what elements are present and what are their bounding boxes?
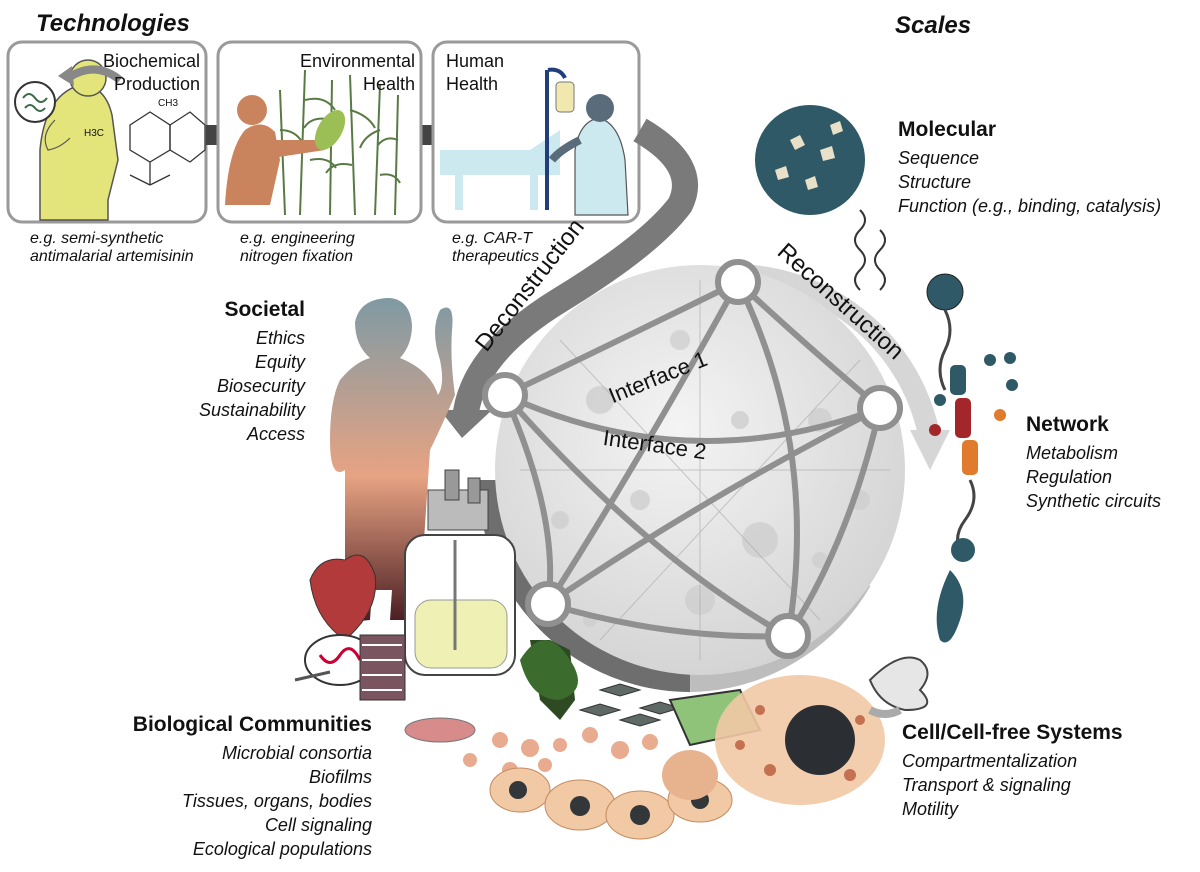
technologies-header: Technologies — [36, 10, 190, 37]
panel-human-health — [431, 40, 641, 224]
societal-item: Access — [246, 424, 305, 444]
environmental-caption-line-2: nitrogen fixation — [240, 248, 353, 265]
node-2 — [715, 259, 761, 305]
biological-block: Biological Communities Microbial consort… — [100, 713, 372, 861]
environmental-title-line-2: Health — [362, 74, 415, 94]
cell-item: Motility — [902, 799, 959, 819]
molecular-item: Sequence — [898, 148, 980, 168]
human-health-title-line-1: Human — [446, 51, 505, 71]
network-block: Network Metabolism Regulation Synthetic … — [1026, 413, 1161, 513]
biological-title: Biological Communities — [132, 713, 372, 736]
bioreactor — [404, 469, 516, 743]
biochemical-title-line-2: Production — [113, 74, 200, 94]
societal-title: Societal — [224, 298, 305, 321]
human-health-caption-line-1: e.g. CAR-T — [452, 230, 533, 247]
biological-item: Ecological populations — [192, 839, 372, 859]
societal-item: Equity — [254, 352, 305, 372]
environmental-caption-line-1: e.g. engineering — [240, 230, 355, 247]
environmental-title-line-1: Environmental — [299, 51, 415, 71]
node-3 — [857, 385, 903, 431]
scales-art — [755, 105, 1018, 718]
biochemical-title-line-1: Biochemical — [102, 51, 200, 71]
biological-item: Tissues, organs, bodies — [182, 791, 372, 811]
tissue-illustration — [294, 554, 406, 701]
cell-title: Cell/Cell-free Systems — [902, 721, 1123, 744]
scales-header: Scales — [895, 12, 972, 39]
biochemical-title: Biochemical Production — [60, 50, 200, 96]
chem-label-ch3: CH3 — [158, 98, 179, 109]
node-1 — [482, 372, 528, 418]
molecular-block: Molecular Sequence Structure Function (e… — [898, 118, 1161, 218]
chem-label-h3c: H3C — [84, 128, 105, 139]
biological-bottom-art — [463, 640, 885, 840]
network-item: Synthetic circuits — [1026, 491, 1162, 511]
biochemical-caption: e.g. semi-synthetic antimalarial artemis… — [30, 230, 194, 266]
human-health-title: Human Health — [446, 50, 504, 96]
molecular-item: Structure — [898, 172, 972, 192]
biochemical-caption-line-2: antimalarial artemisinin — [30, 248, 194, 265]
biological-item: Cell signaling — [264, 815, 372, 835]
cell-block: Cell/Cell-free Systems Compartmentalizat… — [902, 721, 1123, 821]
biochemical-caption-line-1: e.g. semi-synthetic — [30, 230, 164, 247]
environmental-caption: e.g. engineering nitrogen fixation — [240, 230, 355, 266]
biological-item: Biofilms — [308, 767, 372, 787]
node-4 — [525, 581, 571, 627]
network-item: Regulation — [1026, 467, 1113, 487]
environmental-title: Environmental Health — [270, 50, 415, 96]
societal-block: Societal Ethics Equity Biosecurity Susta… — [180, 298, 305, 446]
panel-environmental — [216, 40, 423, 224]
network-item: Metabolism — [1026, 443, 1119, 463]
node-5 — [765, 613, 811, 659]
molecular-title: Molecular — [898, 118, 997, 141]
cell-item: Transport & signaling — [902, 775, 1071, 795]
interface-sphere — [478, 259, 950, 692]
panel-biochemical — [6, 40, 208, 224]
human-health-caption: e.g. CAR-T therapeutics — [452, 230, 539, 266]
human-health-caption-line-2: therapeutics — [452, 248, 540, 265]
biological-item: Microbial consortia — [221, 743, 372, 763]
societal-item: Sustainability — [198, 400, 305, 420]
cell-item: Compartmentalization — [902, 751, 1078, 771]
societal-item: Ethics — [255, 328, 305, 348]
human-health-title-line-2: Health — [446, 74, 499, 94]
network-title: Network — [1026, 413, 1109, 436]
societal-item: Biosecurity — [216, 376, 305, 396]
molecular-item: Function (e.g., binding, catalysis) — [898, 196, 1162, 216]
